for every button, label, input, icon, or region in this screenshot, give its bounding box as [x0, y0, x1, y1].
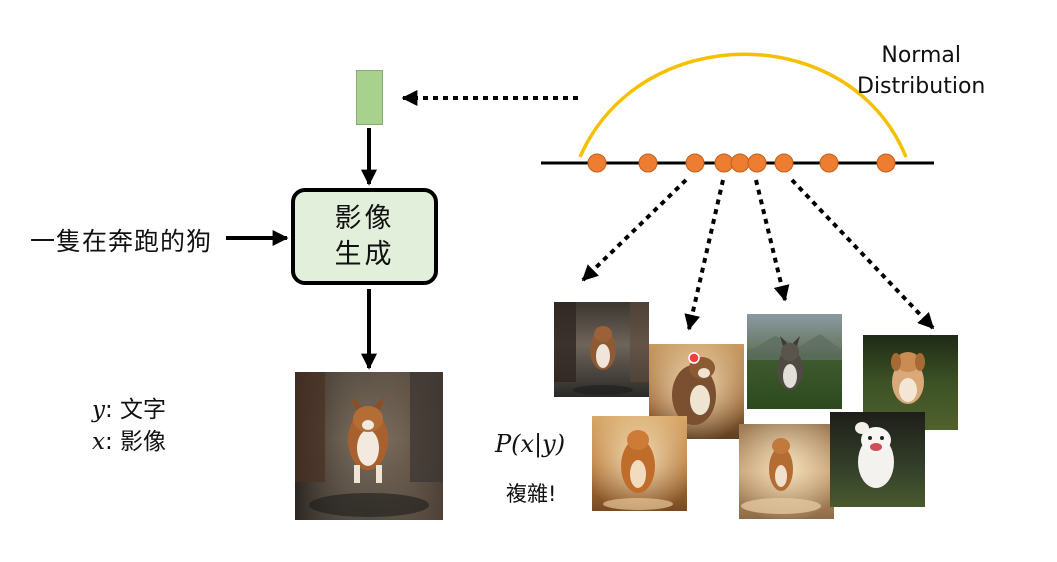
image-generator-box: 影像 生成: [291, 188, 438, 285]
conditional-distribution-formula: P(x|y): [495, 430, 566, 458]
sample-arrow: [754, 179, 790, 302]
input-text-prompt: 一隻在奔跑的狗: [30, 227, 213, 256]
legend-y-text: : 文字: [105, 397, 167, 423]
sample-point: [685, 153, 705, 173]
sample-dog-5: [592, 416, 687, 511]
legend-x: x: 影像: [92, 422, 166, 456]
legend-y: y: 文字: [92, 390, 166, 424]
sample-point: [587, 153, 607, 173]
sample-point: [714, 153, 734, 173]
sample-point: [876, 153, 896, 173]
sample-point: [747, 153, 767, 173]
complex-label: 複雜!: [506, 482, 557, 506]
sample-points: [587, 153, 896, 173]
sample-dog-6: [739, 424, 834, 519]
sample-point: [730, 153, 750, 173]
legend-y-symbol: y: [92, 397, 105, 423]
sample-dog-3: [747, 314, 842, 409]
highlight-marker: [688, 352, 700, 364]
normal-distribution-label: Normal Distribution: [857, 40, 985, 102]
normal-distribution-curve: [578, 52, 908, 158]
sample-point: [638, 153, 658, 173]
generator-label-line2: 生成: [334, 238, 395, 270]
output-dog-image: [295, 372, 443, 520]
latent-vector: [356, 70, 383, 125]
sample-point: [819, 153, 839, 173]
normal-distribution-label-line1: Normal: [881, 43, 961, 68]
sample-dog-7: [830, 412, 925, 507]
legend-x-symbol: x: [92, 429, 105, 455]
sample-arrow: [790, 178, 935, 330]
sample-to-image-arrows: [581, 178, 935, 331]
sample-arrow: [684, 179, 725, 331]
generator-label-line1: 影像: [334, 202, 395, 234]
sample-arrow: [581, 178, 688, 282]
sample-dog-1: [554, 302, 649, 397]
legend-x-text: : 影像: [104, 429, 167, 455]
sample-point: [774, 153, 794, 173]
normal-distribution-label-line2: Distribution: [857, 74, 986, 99]
